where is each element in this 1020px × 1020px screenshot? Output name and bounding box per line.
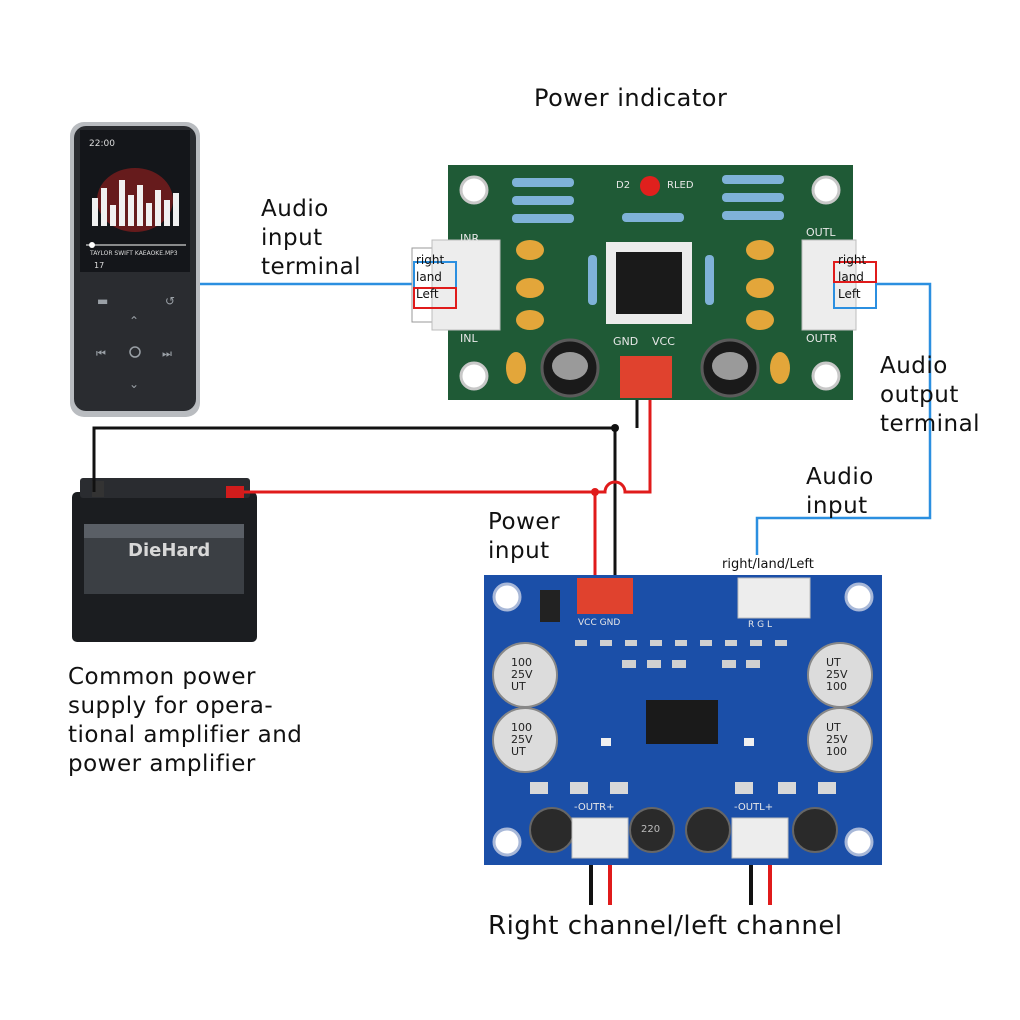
outr-silk-label: -OUTR+	[574, 802, 615, 813]
opamp-power-connector	[620, 356, 672, 398]
out-right-label: right	[838, 253, 867, 267]
in-right-label: right	[416, 253, 445, 267]
cap-top-right-label: UT 25V 100	[826, 656, 848, 693]
inr-label: INR	[460, 232, 480, 245]
in-land-label: land	[416, 270, 442, 284]
channel-label: Right channel/left channel	[488, 911, 843, 941]
player-time: 22:00	[89, 139, 115, 149]
mp3-player: ▬ ↺ ⌃ ⏮ ⏭ ⌄	[70, 122, 200, 417]
inl-label: INL	[460, 332, 478, 345]
prev-icon: ⏮	[96, 347, 106, 360]
amp-lgr-label: R G L	[748, 620, 773, 630]
amp-power-connector	[577, 578, 633, 614]
wires	[92, 282, 932, 905]
amp-input-connector	[737, 577, 811, 619]
gnd-label: GND	[613, 335, 639, 348]
right-output-connector	[571, 817, 629, 859]
power-input-label: Power input	[488, 509, 561, 564]
amp-input-pin-label: right/land/Left	[722, 557, 814, 572]
vcc-label: VCC	[652, 335, 675, 348]
cap-bottom-right-label: UT 25V 100	[826, 721, 848, 758]
list-icon: ▬	[97, 294, 108, 308]
audio-output-terminal-label: Audio output terminal	[880, 353, 981, 437]
ground-wire	[92, 426, 617, 595]
equalizer-icon	[92, 180, 179, 226]
out-left-label: Left	[838, 287, 861, 301]
outl-label: OUTL	[806, 226, 836, 239]
audio-input-label: Audio input	[806, 464, 874, 519]
amp-board	[484, 575, 882, 865]
out-land-label: land	[838, 270, 864, 284]
audio-input-terminal-label: Audio input terminal	[261, 196, 362, 280]
opamp-board	[411, 165, 877, 400]
inductor-label: 220	[641, 824, 661, 835]
amp-ic	[646, 700, 718, 744]
up-icon: ⌃	[129, 314, 139, 328]
power-led	[640, 176, 660, 196]
in-left-label: Left	[416, 287, 439, 301]
battery-positive-terminal	[226, 486, 244, 498]
next-icon: ⏭	[162, 347, 172, 360]
amp-gnd-vcc-label: VCC GND	[578, 618, 621, 628]
battery	[72, 478, 257, 642]
rled-label: RLED	[667, 180, 694, 191]
cap-top-left-label: 100 25V UT	[511, 656, 533, 693]
battery-brand: DieHard	[128, 540, 211, 561]
cap-bottom-left-label: 100 25V UT	[511, 721, 533, 758]
down-icon: ⌄	[129, 377, 139, 391]
outl-silk-label: -OUTL+	[734, 802, 774, 813]
input-connector	[431, 239, 501, 331]
audio-output-wire	[755, 282, 932, 555]
back-icon: ↺	[165, 294, 175, 308]
opamp-ic	[616, 252, 682, 314]
play-button-icon	[129, 346, 141, 358]
left-output-connector	[731, 817, 789, 859]
output-connector	[801, 239, 857, 331]
outr-label: OUTR	[806, 332, 838, 345]
player-song: TAYLOR SWIFT KAEAOKE.MP3	[90, 250, 178, 257]
d2-label: D2	[616, 180, 631, 191]
common-power-label: Common power supply for opera- tional am…	[68, 664, 303, 777]
player-track: 17	[94, 261, 105, 270]
power-indicator-label: Power indicator	[534, 84, 728, 112]
